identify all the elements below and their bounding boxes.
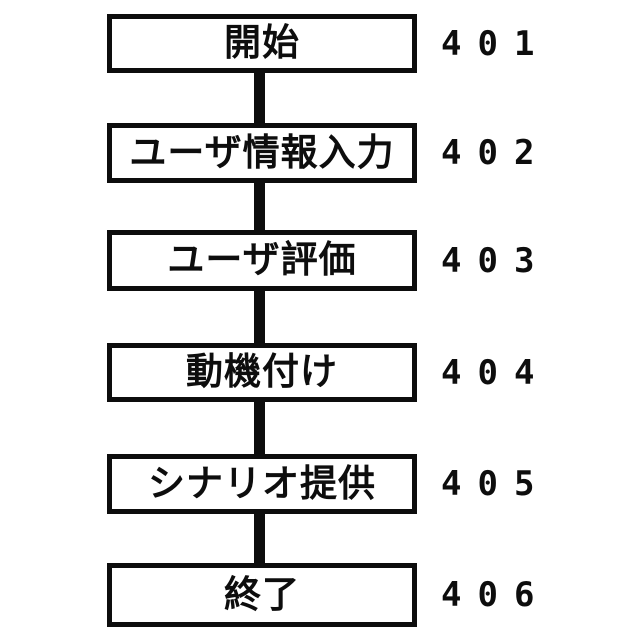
flow-box-start: 開始 <box>107 14 417 73</box>
flow-box-start-label: 開始 <box>224 22 300 63</box>
ref-number-402: 402 <box>441 133 551 173</box>
connector-line-405-406 <box>254 511 265 566</box>
flow-box-scenario-provision: シナリオ提供 <box>107 454 417 514</box>
ref-number-404: 404 <box>441 352 551 393</box>
ref-number-406: 406 <box>441 575 551 615</box>
connector-line-402-403 <box>254 180 265 233</box>
connector-line-401-402 <box>254 70 265 126</box>
connector-line-404-405 <box>254 399 265 457</box>
flow-box-user-info-input-label: ユーザ情報入力 <box>129 131 395 173</box>
flow-box-end: 終了 <box>107 563 417 627</box>
flow-box-end-label: 終了 <box>224 573 300 615</box>
ref-number-403: 403 <box>441 240 551 281</box>
flow-box-user-evaluation-label: ユーザ評価 <box>167 239 357 280</box>
flow-box-user-evaluation: ユーザ評価 <box>107 230 417 291</box>
connector-line-403-404 <box>254 288 265 346</box>
flow-box-user-info-input: ユーザ情報入力 <box>107 123 417 183</box>
ref-number-405: 405 <box>441 464 551 504</box>
ref-number-401: 401 <box>441 23 551 64</box>
flow-box-motivation: 動機付け <box>107 343 417 402</box>
flow-box-motivation-label: 動機付け <box>186 351 338 392</box>
flow-box-scenario-provision-label: シナリオ提供 <box>148 462 376 504</box>
